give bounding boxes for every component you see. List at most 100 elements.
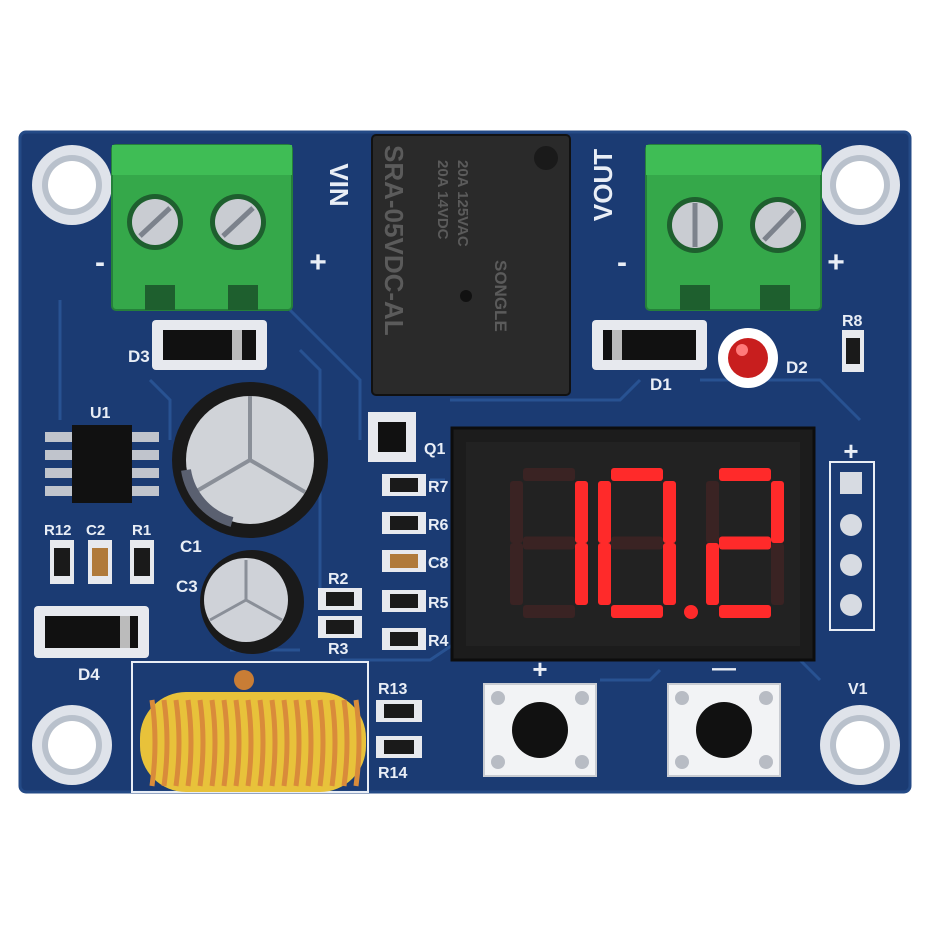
coil-wrap [209, 699, 218, 787]
digit-2-segment-d [611, 605, 663, 618]
coil-wrap [317, 699, 326, 787]
c8-label: C8 [428, 555, 449, 572]
digit-3-segment-c [771, 543, 784, 605]
vin-plus-label: + [309, 246, 327, 279]
u1-chip [45, 425, 159, 503]
vout-label: VOUT [588, 149, 618, 221]
digit-2-segment-g [611, 536, 663, 550]
r8-resistor [842, 330, 864, 372]
mounting-hole-top-left [32, 145, 112, 225]
c1-capacitor [172, 382, 328, 538]
coil-wrap [281, 699, 290, 787]
digit-2-segment-c [663, 543, 676, 605]
coil-wrap [197, 699, 206, 787]
coil-wrap [149, 699, 158, 787]
pin-header-plus: + [843, 436, 858, 466]
d4-diode [34, 606, 149, 658]
c3-capacitor [200, 550, 304, 654]
r14-resistor [376, 736, 422, 758]
d1-label: D1 [650, 375, 672, 394]
v1-label: V1 [848, 681, 868, 698]
r13-resistor [376, 700, 422, 722]
pin-header: + [829, 436, 875, 631]
mounting-hole-top-right [820, 145, 900, 225]
c8-capacitor [382, 550, 426, 572]
relay-rating-1: 20A 14VDC [434, 160, 451, 240]
minus-button[interactable] [667, 683, 781, 777]
r2-label: R2 [328, 571, 349, 588]
d2-led [718, 328, 778, 388]
digit-1-segment-f [510, 481, 523, 543]
coil-wrap [353, 699, 362, 787]
digit-3-segment-f [706, 481, 719, 543]
r13-label: R13 [378, 681, 407, 698]
coil-wrap [173, 699, 182, 787]
coil-wrap [269, 699, 278, 787]
c1-label: C1 [180, 537, 202, 556]
r5-label: R5 [428, 595, 449, 612]
coil-wrap [257, 699, 266, 787]
digit-1-segment-e [510, 543, 523, 605]
vin-terminal-block[interactable] [111, 144, 293, 311]
relay-model: SRA-05VDC-AL [379, 145, 409, 336]
d1-diode [592, 320, 707, 370]
seven-segment-display [450, 426, 816, 662]
d3-diode [152, 320, 267, 370]
coil-wrap [161, 699, 170, 787]
digit-1-segment-g [523, 536, 575, 550]
digit-3-segment-a [719, 468, 771, 481]
coil-wrap [293, 699, 302, 787]
q1-label: Q1 [424, 441, 445, 458]
q1-transistor [368, 412, 416, 462]
r5-resistor [382, 590, 426, 612]
relay: SRA-05VDC-AL 20A 14VDC 20A 125VAC SONGLE [371, 134, 571, 396]
mounting-hole-bottom-left [32, 705, 112, 785]
coil-wrap [329, 699, 338, 787]
digit-1-segment-d [523, 605, 575, 618]
mounting-hole-bottom-right [820, 705, 900, 785]
r3-label: R3 [328, 641, 349, 658]
r1-resistor [130, 540, 154, 584]
digit-3-segment-d [719, 605, 771, 618]
digit-1-segment-a [523, 468, 575, 481]
inductor-coil [131, 661, 369, 793]
coil-wrap [341, 699, 350, 787]
r7-label: R7 [428, 479, 449, 496]
d3-label: D3 [128, 347, 150, 366]
r4-resistor [382, 628, 426, 650]
r14-label: R14 [378, 765, 407, 782]
r4-label: R4 [428, 633, 449, 650]
coil-wrap [245, 699, 254, 787]
d2-label: D2 [786, 358, 808, 377]
decimal-point [684, 605, 698, 619]
vin-label: VIN [324, 163, 354, 206]
digit-3-segment-b [771, 481, 784, 543]
coil-wrap [185, 699, 194, 787]
digit-3-segment-e [706, 543, 719, 605]
r1-label: R1 [132, 522, 151, 539]
r8-label: R8 [842, 313, 863, 330]
r6-label: R6 [428, 517, 449, 534]
r2-resistor [318, 588, 362, 610]
relay-brand: SONGLE [491, 260, 510, 332]
r12-resistor [50, 540, 74, 584]
r12-label: R12 [44, 522, 72, 539]
digit-2-segment-e [598, 543, 611, 605]
r6-resistor [382, 512, 426, 534]
c2-label: C2 [86, 522, 105, 539]
coil-wrap [305, 699, 314, 787]
digit-2-segment-f [598, 481, 611, 543]
plus-button-label: + [532, 654, 547, 684]
digit-1-segment-c [575, 543, 588, 605]
c2-capacitor [88, 540, 112, 584]
digit-1-segment-b [575, 481, 588, 543]
relay-rating-2: 20A 125VAC [454, 160, 471, 247]
vout-terminal-block[interactable] [645, 144, 822, 311]
digit-2-segment-a [611, 468, 663, 481]
plus-button[interactable] [483, 683, 597, 777]
digit-3-segment-g [719, 536, 771, 550]
vout-minus-label: - [617, 246, 627, 279]
c3-label: C3 [176, 577, 198, 596]
minus-button-label: — [712, 655, 736, 682]
